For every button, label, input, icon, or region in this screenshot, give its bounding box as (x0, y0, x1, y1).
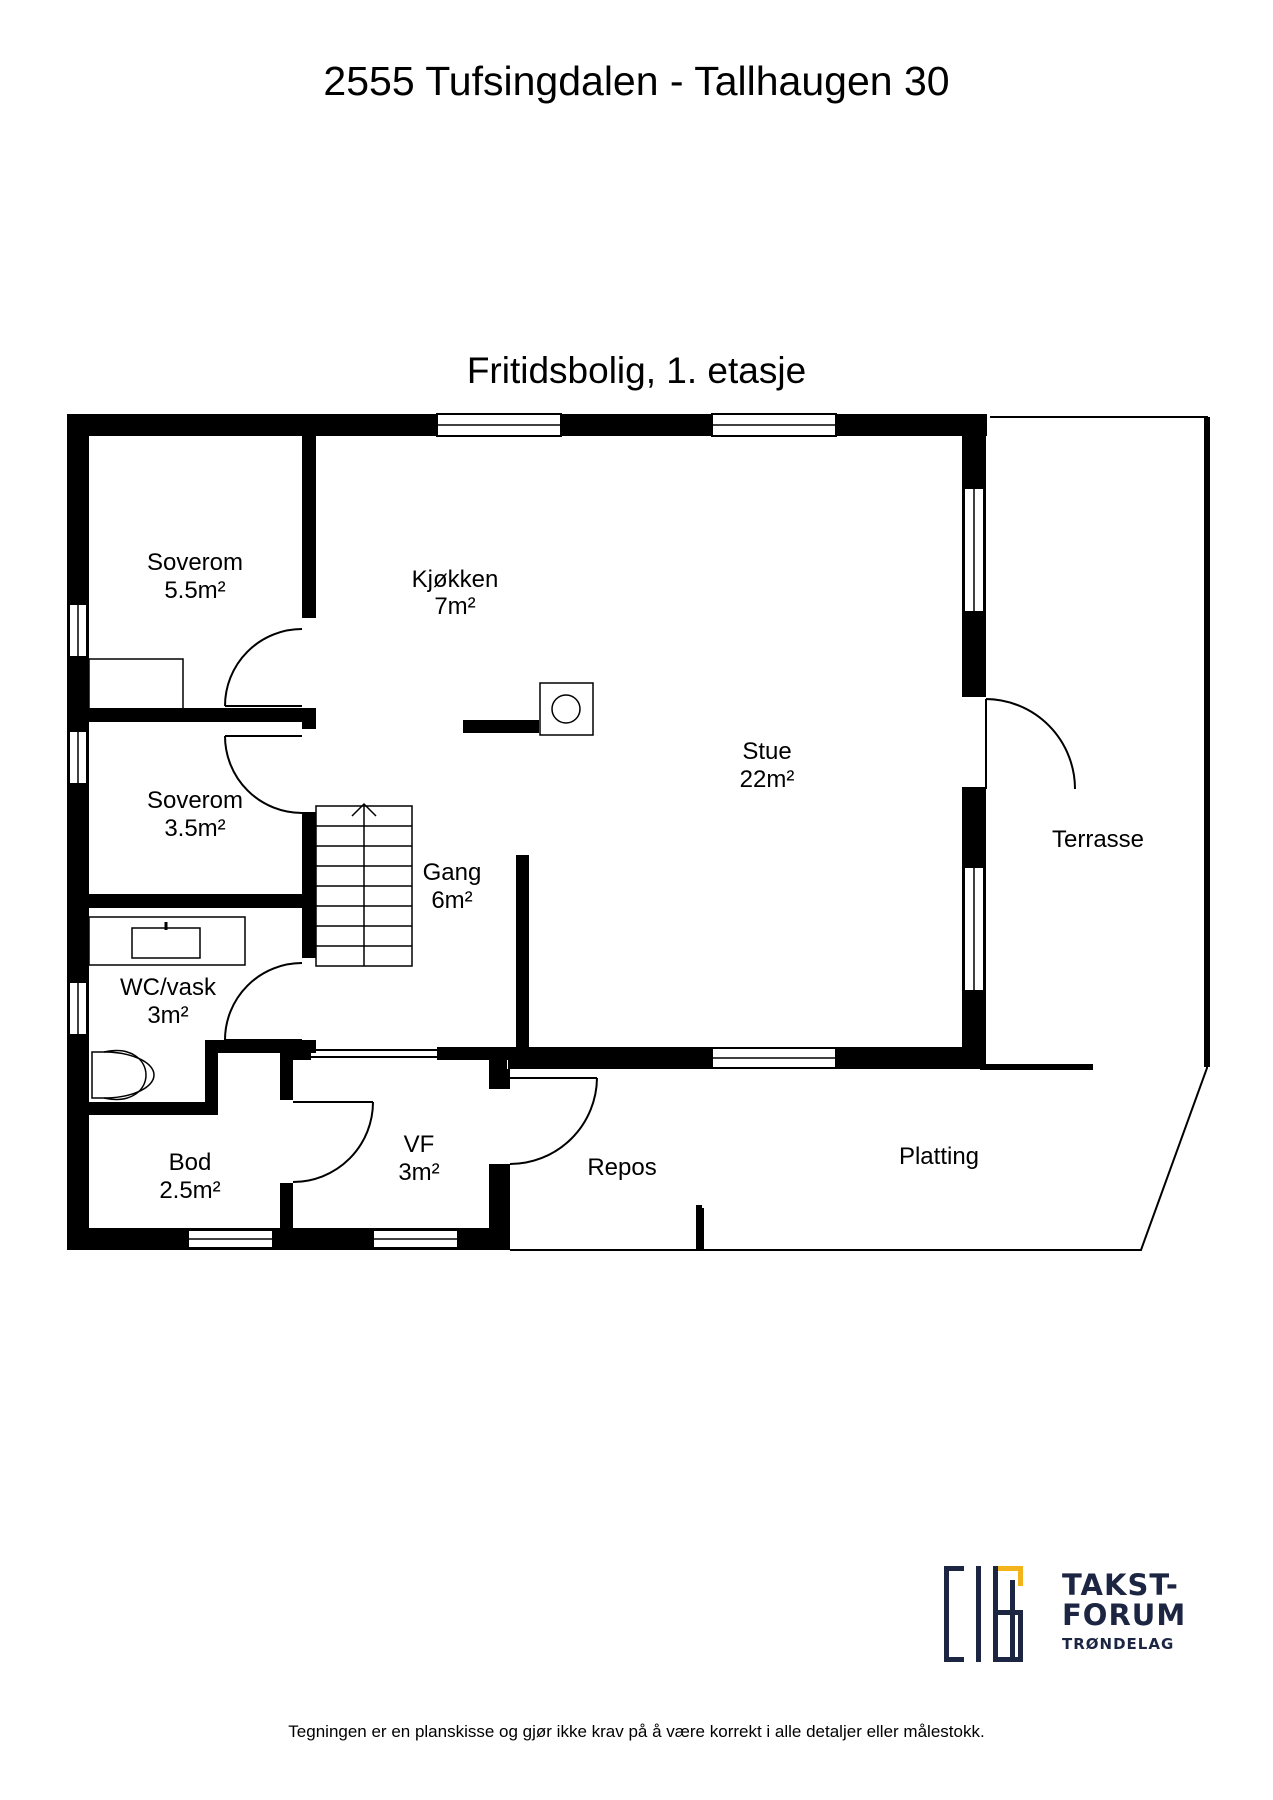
bed-bench (88, 658, 184, 710)
fixtures (88, 658, 594, 1101)
deck-outline (510, 416, 1208, 1251)
takstforum-logo (944, 1566, 1023, 1662)
stove (539, 682, 594, 736)
toilet (91, 1051, 155, 1099)
terrace-edge (1204, 417, 1210, 1067)
logo-wordmark: TAKST- FORUM TRØNDELAG (1062, 1570, 1186, 1653)
room-area: 6m² (431, 887, 472, 914)
disclaimer-text: Tegningen er en planskisse og gjør ikke … (288, 1722, 985, 1741)
logo-line-2: FORUM (1062, 1598, 1187, 1633)
door-swings (224, 628, 1076, 1183)
room-area: 2.5m² (159, 1177, 220, 1204)
window-panes (77, 424, 975, 1240)
logo-line-3: TRØNDELAG (1062, 1634, 1175, 1653)
room-name: Platting (899, 1143, 979, 1170)
deck-divider-wall (980, 1064, 1093, 1070)
stove-burner (551, 694, 581, 724)
room-area: 3.5m² (164, 815, 225, 842)
room-labels: Soverom 5.5m² Kjøkken 7m² Soverom 3.5m² … (120, 549, 1144, 1204)
room-area: 3m² (398, 1159, 439, 1186)
room-name: Repos (587, 1154, 656, 1181)
room-name: Gang (423, 859, 482, 886)
room-name: Bod (169, 1149, 212, 1176)
logo-line-1: TAKST- (1062, 1568, 1179, 1602)
sink-basin (131, 927, 201, 959)
room-name: Kjøkken (412, 566, 499, 593)
room-area: 7m² (434, 593, 475, 620)
repos-post (696, 1205, 702, 1250)
staircase (315, 802, 413, 967)
room-name: Stue (742, 738, 791, 765)
room-name: Terrasse (1052, 826, 1144, 853)
room-name: Soverom (147, 787, 243, 814)
floor-plan-title: Fritidsbolig, 1. etasje (466, 350, 807, 391)
room-area: 5.5m² (164, 577, 225, 604)
room-name: WC/vask (120, 974, 217, 1001)
wash-counter (88, 916, 246, 966)
page-title: 2555 Tufsingdalen - Tallhaugen 30 (323, 58, 950, 104)
room-area: 22m² (740, 766, 795, 793)
room-name: Soverom (147, 549, 243, 576)
room-area: 3m² (147, 1002, 188, 1029)
room-name: VF (404, 1131, 435, 1158)
